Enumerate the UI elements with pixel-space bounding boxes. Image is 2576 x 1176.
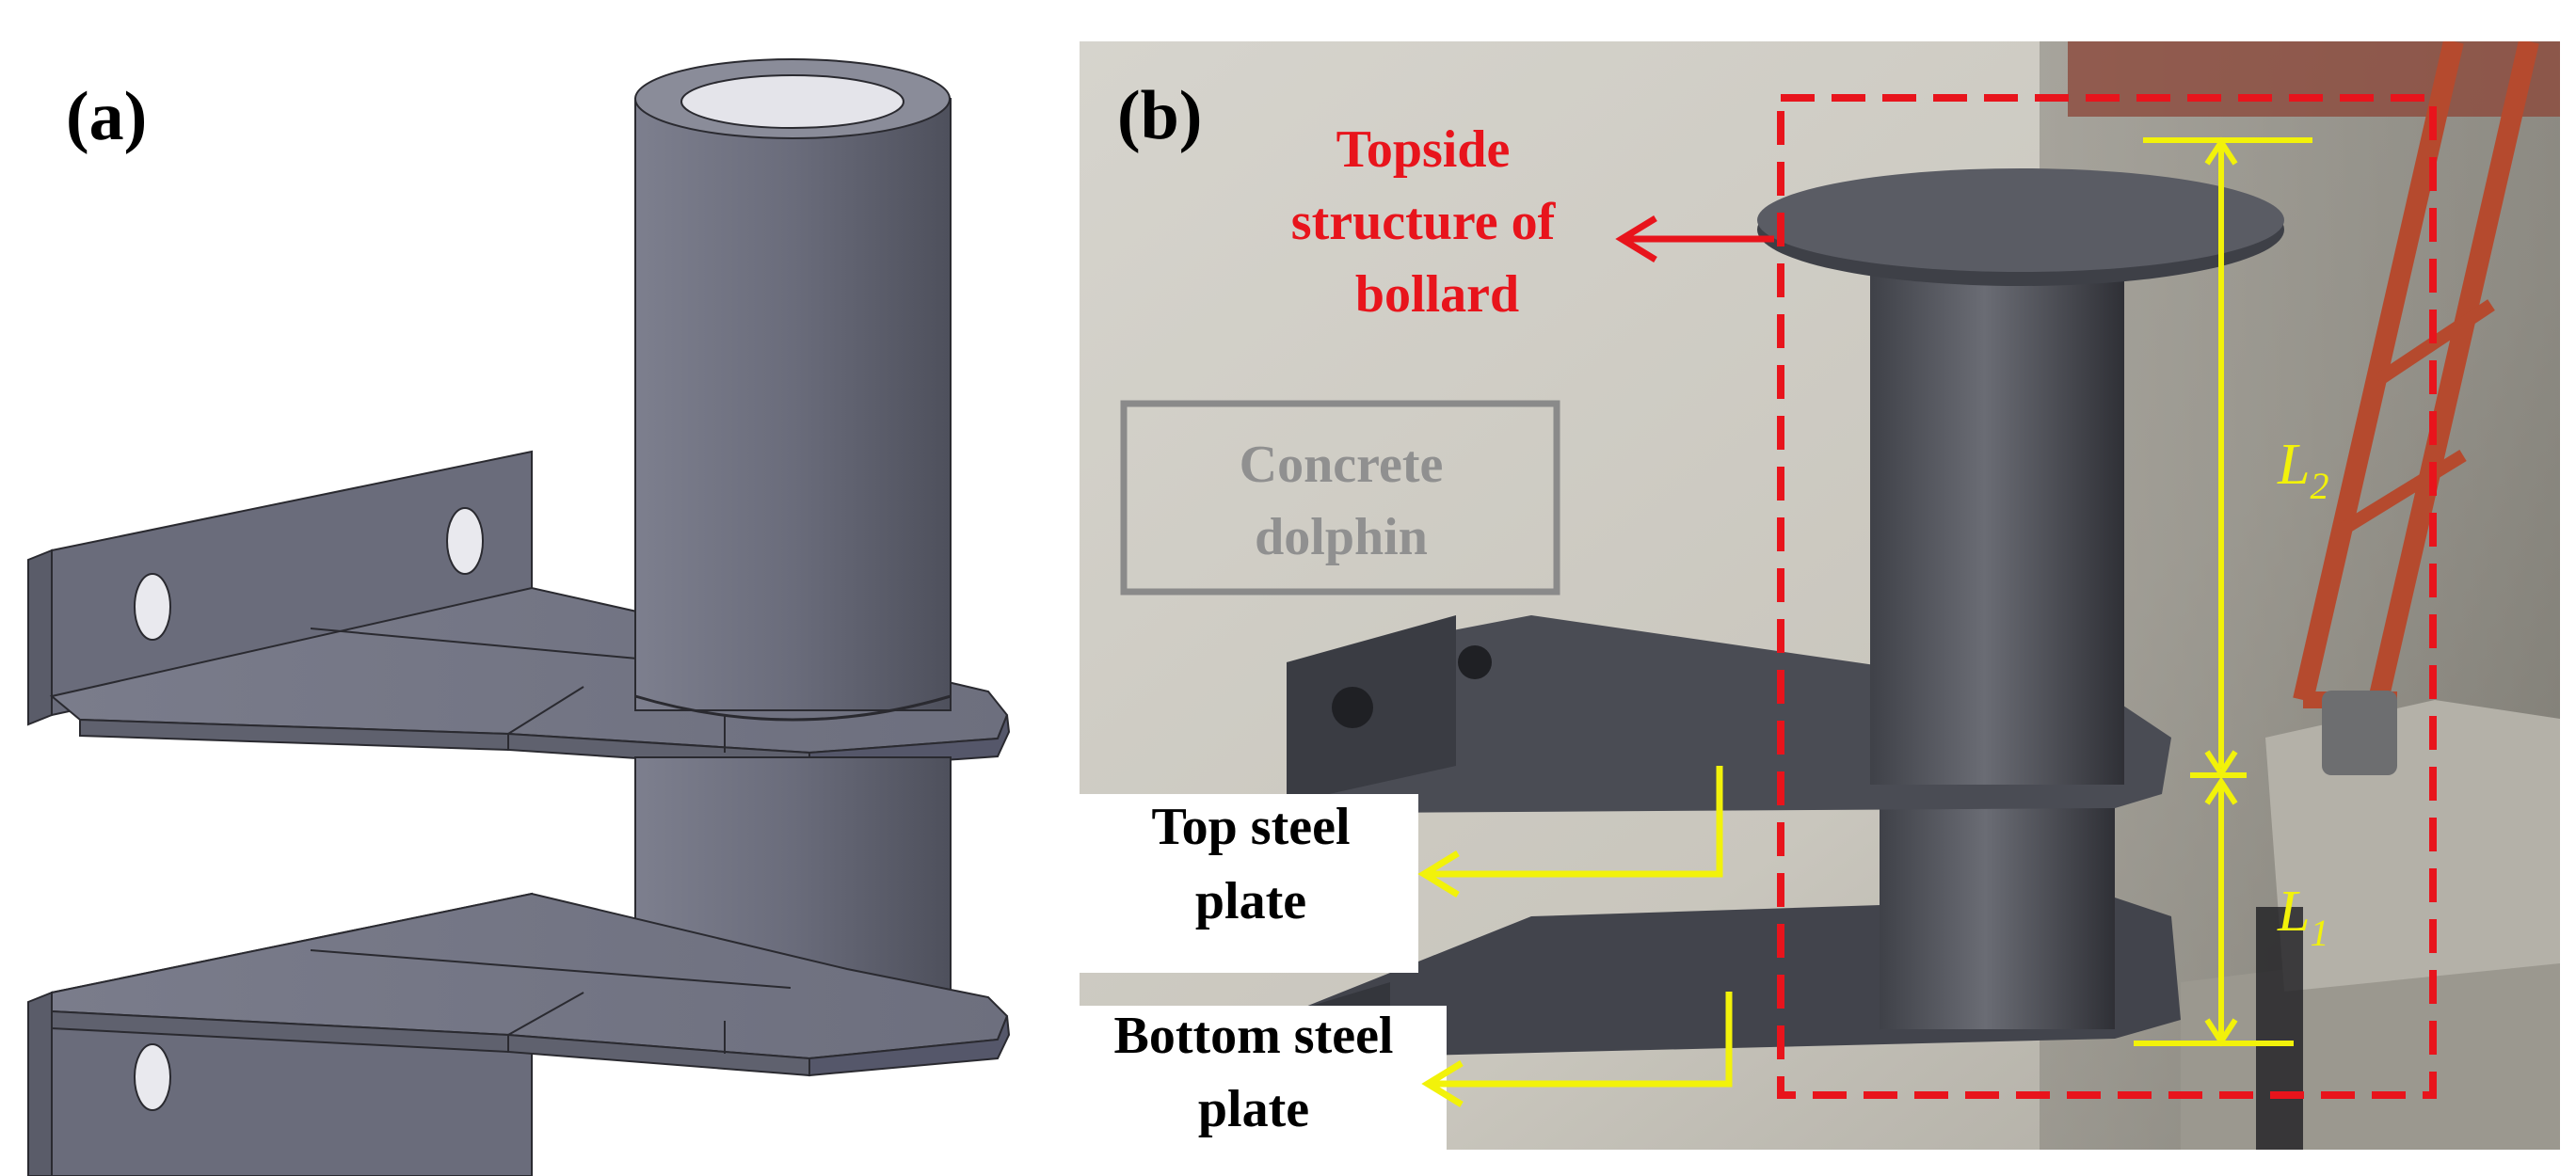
- cad-top-web-plate: [27, 450, 533, 726]
- concrete-label-line2: dolphin: [1255, 508, 1428, 566]
- bottom-plate-leader: [1421, 992, 1733, 1107]
- photo-steel-bollard: [1287, 168, 2284, 1095]
- panel-a-cad-render: (a): [0, 0, 1073, 1176]
- panel-b-label: (b): [1117, 77, 1202, 154]
- photo-annotations: Topside structure of bollard Concrete do…: [1080, 77, 2437, 1150]
- top-plate-label-line2: plate: [1195, 872, 1306, 930]
- top-plate-label-backdrop: [1080, 794, 1418, 973]
- bottom-plate-label-line2: plate: [1198, 1080, 1309, 1138]
- bottom-plate-label-line1: Bottom steel: [1113, 1007, 1393, 1065]
- cad-upper-tube: [634, 58, 952, 722]
- topside-label-line1: Topside: [1336, 120, 1511, 179]
- dimension-l1: L1: [2134, 776, 2328, 1047]
- topside-arrow: [1615, 215, 1774, 262]
- dimension-l2: L2: [2143, 136, 2328, 779]
- concrete-dolphin-box: [1120, 400, 1560, 596]
- top-plate-label-line1: Top steel: [1151, 798, 1350, 856]
- topside-outline-box: [1777, 94, 2437, 1099]
- cad-bottom-horizontal-plate: [51, 892, 1011, 1077]
- topside-label-line2: structure of: [1291, 193, 1557, 251]
- panel-a-label: (a): [66, 78, 147, 155]
- concrete-label-line1: Concrete: [1240, 436, 1444, 494]
- photo-red-ladder: [2293, 41, 2539, 775]
- topside-label-line3: bollard: [1355, 265, 1519, 324]
- l2-label: L2: [2277, 433, 2328, 507]
- top-plate-leader: [1417, 766, 1723, 898]
- l1-label: L1: [2277, 880, 2328, 954]
- cad-bollard-drawing: (a): [27, 58, 1011, 1176]
- bottom-plate-label-backdrop: [1080, 1006, 1447, 1150]
- panel-b-photo: Topside structure of bollard Concrete do…: [1080, 41, 2560, 1150]
- cad-top-horizontal-plate: [49, 586, 1011, 771]
- photo-annotated-bollard: Topside structure of bollard Concrete do…: [1080, 41, 2560, 1150]
